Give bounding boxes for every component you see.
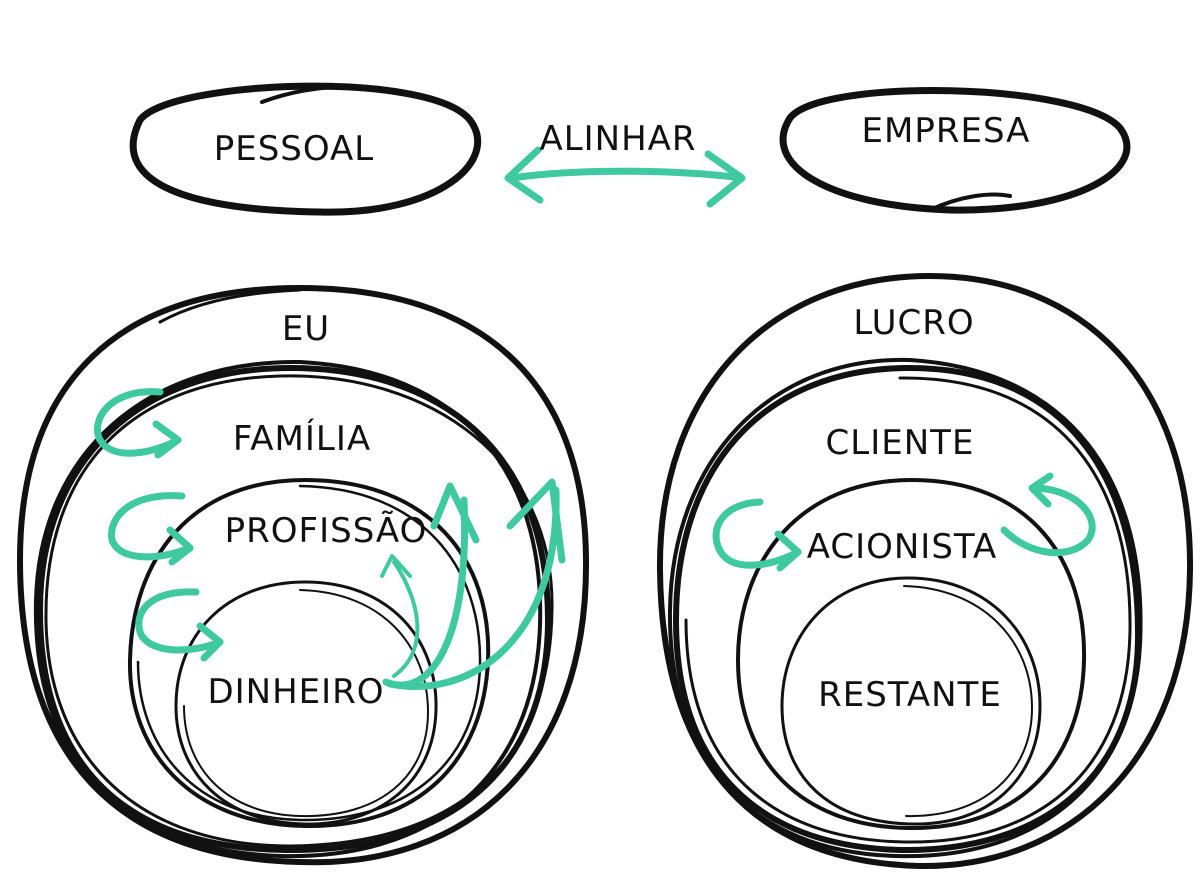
profissao-label: PROFISSÃO bbox=[225, 511, 428, 551]
right-concentric-circles bbox=[656, 273, 1194, 870]
left-concentric-circles bbox=[17, 285, 590, 866]
cliente-label: CLIENTE bbox=[826, 423, 975, 463]
pessoal-oval bbox=[129, 82, 482, 216]
dinheiro-label: DINHEIRO bbox=[207, 672, 384, 712]
lucro-label: LUCRO bbox=[853, 303, 974, 343]
restante-label: RESTANTE bbox=[818, 675, 1002, 715]
familia-label: FAMÍLIA bbox=[233, 418, 371, 459]
alinhar-double-arrow bbox=[504, 146, 746, 208]
right-cycle-arrows bbox=[712, 472, 1096, 572]
empresa-label: EMPRESA bbox=[862, 111, 1031, 151]
alinhar-label: ALINHAR bbox=[539, 119, 696, 159]
eu-label: EU bbox=[282, 309, 330, 349]
acionista-label: ACIONISTA bbox=[807, 527, 998, 567]
empresa-oval bbox=[779, 87, 1131, 214]
pessoal-label: PESSOAL bbox=[214, 129, 375, 169]
left-cycle-arrows bbox=[94, 388, 566, 691]
